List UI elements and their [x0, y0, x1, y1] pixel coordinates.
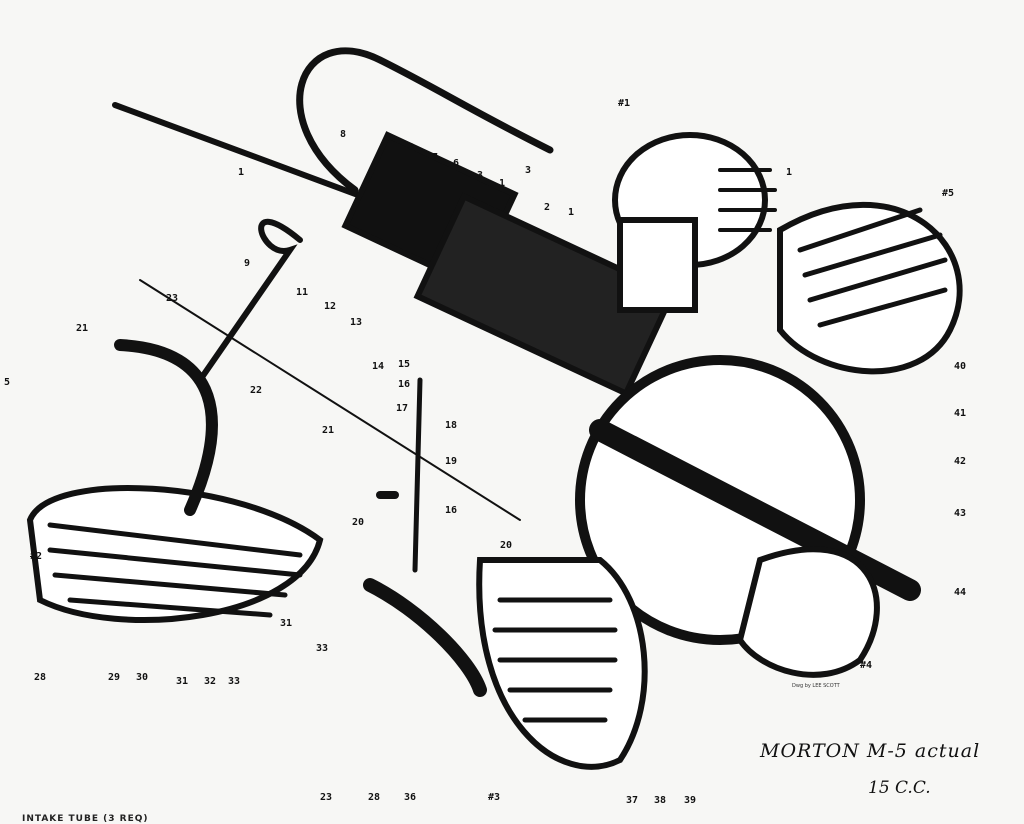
callout-label: 20 [352, 517, 364, 528]
callout-label: 2 [544, 202, 550, 213]
crankcase-shaft [413, 192, 677, 398]
callout-label: 23 [320, 792, 332, 803]
callout-label: #1 [618, 98, 630, 109]
callout-label: 12 [324, 301, 336, 312]
drawing-credit: Dwg by LEE SCOTT [792, 683, 840, 689]
callout-label: 29 [108, 672, 120, 683]
cut-off-caption: INTAKE TUBE (3 REQ) [22, 814, 149, 824]
callout-label: 3 [477, 170, 483, 181]
cylinder-5-fins [797, 207, 948, 328]
callout-label: 8 [408, 142, 414, 153]
cylinder-5 [777, 201, 963, 375]
cylinder-4 [736, 546, 880, 678]
cylinder-2-fins [47, 522, 303, 618]
callout-label: 1 [786, 167, 792, 178]
callout-label: 16 [445, 505, 457, 516]
callout-label: 43 [954, 508, 966, 519]
callout-label: 28 [34, 672, 46, 683]
cylinder-3 [476, 557, 648, 770]
callout-label: 22 [250, 385, 262, 396]
callout-label: #3 [488, 792, 500, 803]
callout-label: 13 [350, 317, 362, 328]
throttle-cable [112, 102, 388, 208]
callout-label: 41 [954, 408, 966, 419]
callout-label: 21 [322, 425, 334, 436]
callout-label: 39 [684, 795, 696, 806]
callout-label: 37 [626, 795, 638, 806]
handwritten-title: MORTON M-5 actual [760, 740, 981, 762]
callout-label: 3 [525, 165, 531, 176]
piston [617, 217, 698, 313]
callout-label: 20 [500, 540, 512, 551]
callout-label: 11 [296, 287, 308, 298]
callout-label: 1 [499, 178, 505, 189]
intake-tube [363, 578, 487, 697]
callout-label: 18 [445, 420, 457, 431]
callout-label: 31 [280, 618, 292, 629]
callout-label: 1 [568, 207, 574, 218]
upper-cable [296, 47, 554, 194]
loop-cable [197, 218, 303, 383]
callout-label: 7 [432, 152, 438, 163]
callout-label: 15 [398, 359, 410, 370]
callout-label: 31 [176, 676, 188, 687]
tie-rod [139, 279, 521, 521]
callout-label: 28 [368, 792, 380, 803]
cylinder-1-fins [718, 168, 777, 232]
callout-label: 5 [4, 377, 10, 388]
handwritten-displacement: 15 C.C. [868, 778, 931, 798]
push-rod [412, 377, 423, 573]
callout-label: 36 [404, 792, 416, 803]
callout-label: 21 [76, 323, 88, 334]
cylinder-2 [26, 485, 324, 623]
callout-label: #4 [860, 660, 872, 671]
callout-label: 38 [654, 795, 666, 806]
callout-label: 30 [136, 672, 148, 683]
callout-label: 6 [453, 158, 459, 169]
callout-label: #2 [30, 551, 42, 562]
callout-label: 23 [166, 293, 178, 304]
callout-label: 17 [396, 403, 408, 414]
callout-label: 40 [954, 361, 966, 372]
callout-label: 32 [204, 676, 216, 687]
cylinder-3-fins [492, 597, 618, 723]
callout-label: 19 [445, 456, 457, 467]
callout-label: 14 [372, 361, 384, 372]
callout-label: 1 [238, 167, 244, 178]
callout-label: 33 [228, 676, 240, 687]
engine-artwork [26, 47, 963, 770]
callout-label: 16 [398, 379, 410, 390]
callout-label: 44 [954, 587, 966, 598]
callout-label: #5 [942, 188, 954, 199]
callout-label: 9 [244, 258, 250, 269]
intake-pipe-2 [114, 339, 218, 516]
callout-label: 42 [954, 456, 966, 467]
callout-label: 8 [340, 129, 346, 140]
callout-label: 33 [316, 643, 328, 654]
